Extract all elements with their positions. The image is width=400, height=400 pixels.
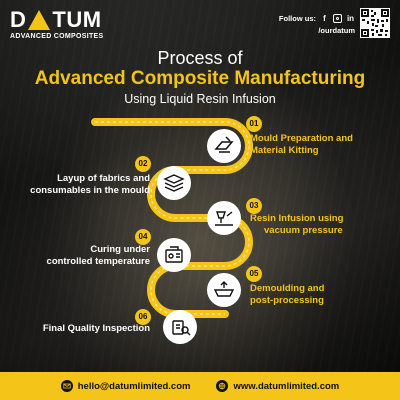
logo-text-left: D [10, 7, 27, 32]
facebook-icon[interactable]: f [323, 14, 326, 23]
social-handle[interactable]: /ourdatum [318, 26, 355, 35]
demoulding-icon [207, 273, 241, 307]
website-text: www.datumlimited.com [233, 380, 340, 392]
quality-inspection-icon [163, 310, 197, 344]
step-label-06: Final Quality Inspection [42, 323, 150, 334]
title-line-2: Advanced Composite Manufacturing [34, 68, 366, 89]
step-number-02: 02 [135, 156, 151, 172]
resin-infusion-icon [207, 201, 241, 235]
brand-logo[interactable]: D TUM ADVANCED COMPOSITES [10, 7, 104, 41]
fabric-layup-icon [157, 166, 191, 200]
social-block: Follow us: f in /ourdatum [279, 14, 355, 35]
step-number-05: 05 [246, 266, 262, 282]
mould-preparation-icon [207, 129, 241, 163]
instagram-icon[interactable] [333, 14, 342, 23]
title-line-3: Using Liquid Resin Infusion [124, 92, 276, 106]
qr-code-icon[interactable] [360, 8, 390, 38]
step-number-04: 04 [135, 229, 151, 245]
follow-label: Follow us: [278, 14, 316, 23]
step-number-06: 06 [135, 309, 151, 325]
title-line-1: Process of [157, 48, 243, 68]
website-link[interactable]: www.datumlimited.com [216, 380, 339, 392]
logo-text-right: TUM [52, 7, 102, 32]
curing-oven-icon [157, 238, 191, 272]
step-number-03: 03 [246, 198, 262, 214]
linkedin-icon[interactable]: in [346, 14, 355, 23]
email-text: hello@datumlimited.com [77, 380, 191, 392]
contact-footer: hello@datumlimited.com www.datumlimited.… [0, 372, 400, 400]
logo-tagline: ADVANCED COMPOSITES [10, 33, 104, 40]
email-link[interactable]: hello@datumlimited.com [60, 380, 191, 392]
globe-icon [216, 380, 229, 392]
step-number-01: 01 [246, 116, 262, 132]
envelope-icon [60, 380, 73, 392]
logo-triangle-icon [28, 10, 51, 30]
